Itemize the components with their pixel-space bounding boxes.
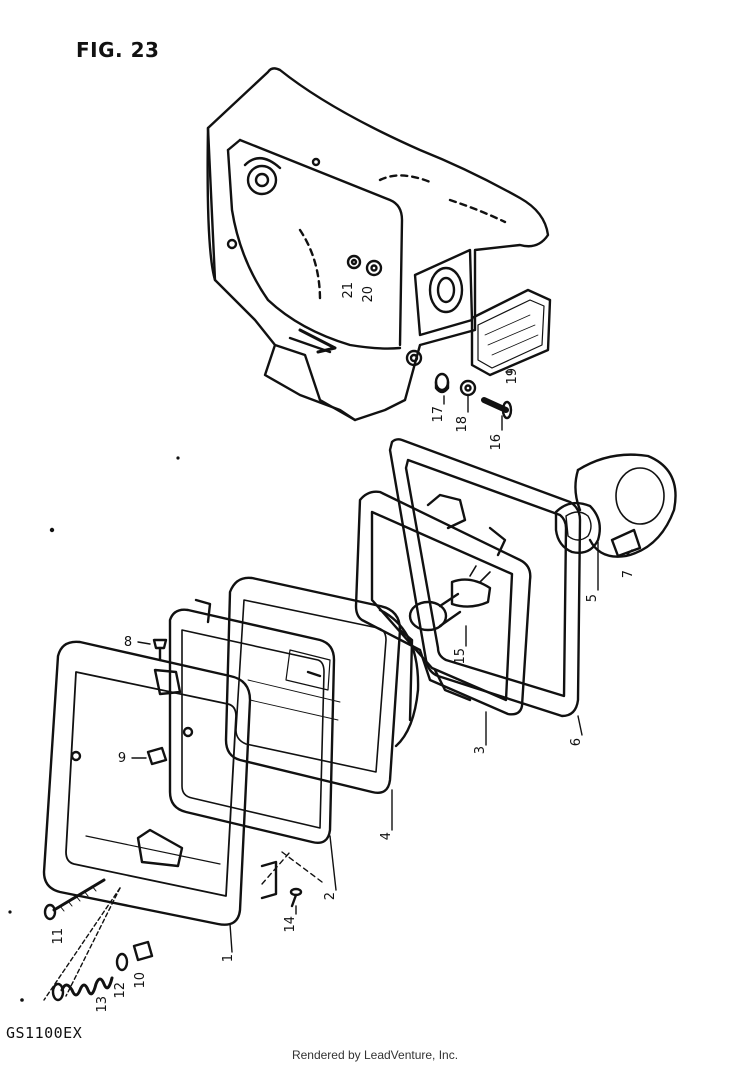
- nut-21: [346, 254, 362, 270]
- nut-9: [146, 746, 168, 766]
- reflector-19: [470, 288, 552, 377]
- callout-5: 5: [585, 594, 600, 603]
- spring-13: [51, 976, 114, 1002]
- outer-rim-1: [42, 640, 278, 926]
- callout-18: 18: [455, 416, 470, 433]
- headlight-housing: [206, 67, 550, 422]
- callout-13: 13: [95, 996, 110, 1013]
- callout-2: 2: [323, 892, 338, 901]
- dust-cover-7: [574, 453, 677, 558]
- screw-8: [152, 638, 168, 662]
- callout-19: 19: [505, 368, 520, 385]
- washer-20: [365, 259, 383, 277]
- model-code: GS1100EX: [6, 1024, 83, 1042]
- callout-14: 14: [283, 916, 298, 933]
- bulb-15: [408, 565, 492, 632]
- callout-17: 17: [431, 406, 446, 423]
- callout-1: 1: [221, 954, 236, 963]
- washer-18: [459, 379, 477, 397]
- screw-14: [289, 887, 303, 908]
- callout-4: 4: [379, 832, 394, 841]
- spacer-17: [434, 372, 450, 394]
- socket-5: [554, 501, 601, 554]
- rim-gasket-6: [388, 438, 582, 718]
- callout-3: 3: [473, 746, 488, 755]
- retaining-rim-2: [168, 598, 336, 844]
- credit-line: Rendered by LeadVenture, Inc.: [291, 1048, 459, 1062]
- figure-title: FIG. 23: [76, 38, 160, 62]
- callout-15: 15: [453, 648, 468, 665]
- leader-lines: [43, 371, 633, 1001]
- washer-12: [115, 952, 129, 972]
- callout-7: 7: [621, 570, 636, 579]
- callout-16: 16: [489, 434, 504, 451]
- nut-10: [132, 940, 154, 962]
- sealed-beam-4: [224, 576, 420, 794]
- print-specks: [8, 456, 180, 1002]
- adjusting-screw-11: [43, 878, 106, 921]
- bolt-16: [481, 397, 513, 420]
- callout-9: 9: [117, 751, 127, 766]
- callout-11: 11: [51, 928, 66, 945]
- callout-8: 8: [123, 635, 133, 650]
- callout-6: 6: [569, 738, 584, 747]
- headlight-bracket-3: [354, 490, 532, 716]
- callout-21: 21: [341, 282, 356, 299]
